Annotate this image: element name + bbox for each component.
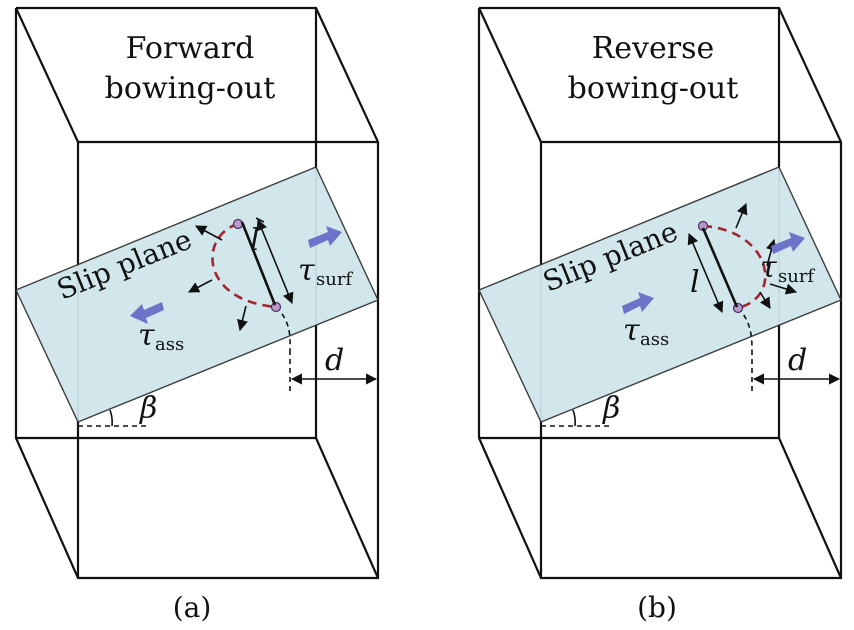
panel-b-arrow-down-right [759,291,771,309]
panel-b-box [477,6,843,580]
panel-a-beta-label: β [139,391,157,426]
panel-a-tau-surf-subscript: surf [316,269,353,290]
panel-b-beta-label: β [602,391,620,426]
panel-a-arrow-down [237,305,248,332]
panel-a-dislocation-tail [275,306,291,351]
panel-b-caption: (b) [637,591,677,624]
panel-a-d-label: d [325,343,344,378]
panel-a-length-label: l [250,223,260,258]
panel-b-d-label: d [788,343,807,378]
panel-b-dislocation-loop [702,224,767,310]
panel-a-length-arrow [256,218,294,305]
panel-b-dislocation-chord [701,227,739,308]
panel-b-tau-surf-arrow [771,232,805,254]
panel-a-tau-ass-subscript: ass [155,334,184,355]
panel-a-tau-surf-symbol: τ [298,253,315,288]
panel-b-arrow-right [769,283,798,295]
panel-a-title-line1: Forward [126,31,255,66]
panel-b-arrow-up-right [765,238,777,267]
panel-a-pinning-node-bottom [270,301,282,313]
panel-a-tau-ass-arrow [130,302,164,324]
panel-a-title-line2: bowing-out [105,71,276,106]
panel-a-length-tick-top [255,217,265,223]
panel-b-tau-surf-subscript: surf [778,266,815,287]
panel-b-tau-surf-symbol: τ [760,250,777,285]
panel-b-tau-ass-subscript: ass [640,329,669,350]
panel-b-title-line2: bowing-out [568,71,739,106]
panel-a: Forward bowing-out Slip plane l τ surf τ… [14,6,380,624]
panel-b-length-arrow [687,232,724,314]
panel-b-slip-plane [478,166,842,423]
panel-b-length-label: l [690,265,700,300]
panel-a-tau-ass-symbol: τ [138,318,155,353]
panel-a-beta-arc [109,409,113,427]
panel-a-arrow-up-left [195,225,223,241]
panel-a-arrow-left [188,279,213,293]
panel-a-pinning-node-top [232,218,244,230]
panel-a-tau-surf-arrow [308,226,342,248]
panel-b: Reverse bowing-out Slip plane l τ surf τ… [477,6,843,624]
panel-b-beta-arc [572,409,576,427]
panel-b-tau-ass-arrow [622,292,654,314]
panel-a-caption: (a) [173,591,212,624]
panel-b-arrow-up [735,202,748,229]
panel-a-dislocation-chord [240,221,277,306]
panel-b-title-line1: Reverse [592,31,715,66]
panel-a-dislocation-loop [211,222,277,309]
panel-b-tau-ass-symbol: τ [623,313,640,348]
